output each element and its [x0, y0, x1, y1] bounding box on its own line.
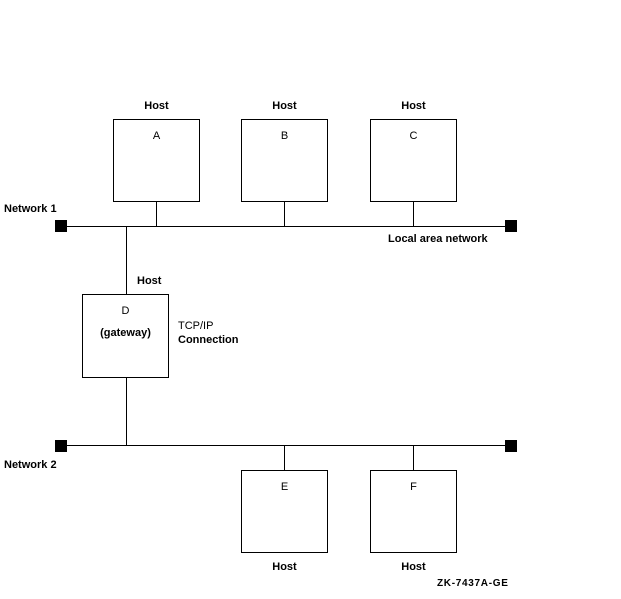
host-c-drop-line — [413, 202, 414, 226]
host-a-drop-line — [156, 202, 157, 226]
network2-bus-line — [61, 445, 511, 446]
host-d-cap-label: Host — [137, 275, 162, 287]
host-f-cap-label: Host — [401, 561, 426, 573]
host-f-box[interactable]: F — [370, 470, 457, 553]
host-d-gateway-box[interactable]: D (gateway) — [82, 294, 169, 378]
host-e-name: E — [280, 481, 289, 493]
host-b-cap-label: Host — [272, 100, 297, 112]
network2-left-terminator-icon — [55, 440, 67, 452]
gateway-uplink-line — [126, 226, 127, 294]
host-a-cap-label: Host — [144, 100, 169, 112]
tcpip-connection-line2: Connection — [178, 334, 239, 346]
host-e-cap-label: Host — [272, 561, 297, 573]
host-e-box[interactable]: E — [241, 470, 328, 553]
gateway-downlink-line — [126, 378, 127, 445]
network1-media-label: Local area network — [388, 233, 488, 245]
host-b-drop-line — [284, 202, 285, 226]
host-b-name: B — [280, 130, 289, 142]
host-f-name: F — [410, 481, 417, 493]
host-c-box[interactable]: C — [370, 119, 457, 202]
network2-label: Network 2 — [4, 459, 57, 471]
tcpip-connection-line1: TCP/IP — [178, 320, 214, 332]
host-d-name: D — [121, 305, 130, 317]
host-d-sub-name: (gateway) — [100, 327, 151, 339]
host-a-name: A — [152, 130, 161, 142]
network1-label: Network 1 — [4, 203, 57, 215]
host-b-box[interactable]: B — [241, 119, 328, 202]
figure-id-label: ZK-7437A-GE — [437, 578, 509, 589]
host-f-drop-line — [413, 445, 414, 470]
host-c-name: C — [409, 130, 418, 142]
host-e-drop-line — [284, 445, 285, 470]
network1-bus-line — [61, 226, 511, 227]
host-c-cap-label: Host — [401, 100, 426, 112]
network1-left-terminator-icon — [55, 220, 67, 232]
host-a-box[interactable]: A — [113, 119, 200, 202]
network1-right-terminator-icon — [505, 220, 517, 232]
tcpip-connection-label: TCP/IP Connection — [178, 320, 239, 346]
network2-right-terminator-icon — [505, 440, 517, 452]
